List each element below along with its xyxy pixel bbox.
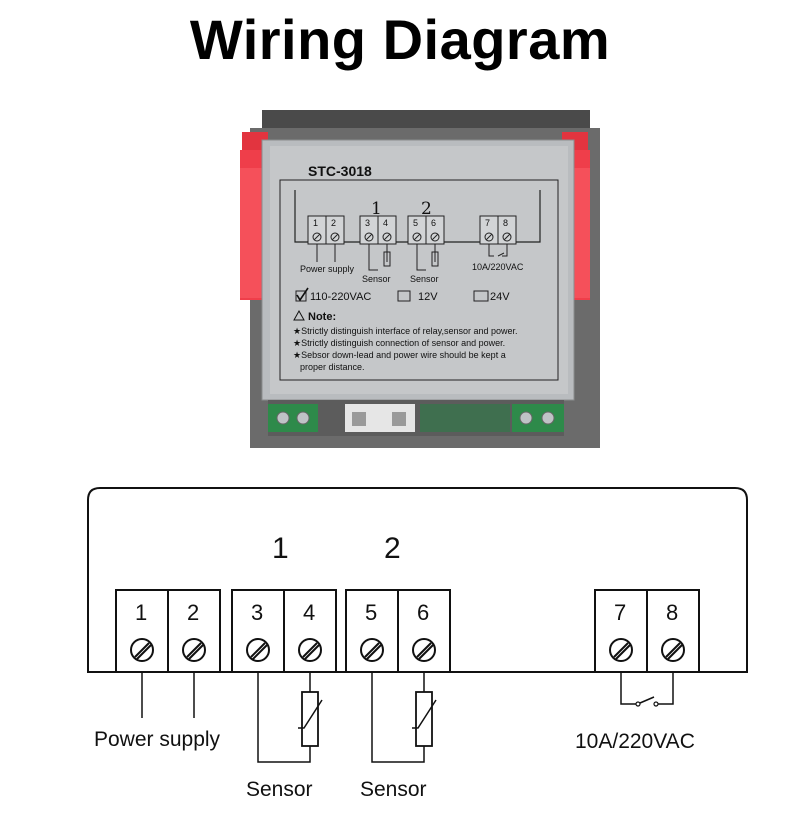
- photo-terminal-num: 7: [485, 218, 490, 228]
- screw-icon: [360, 638, 384, 662]
- controller-photo: STC-3018 1 2 1 2 3 4 5 6 7 8: [240, 110, 600, 448]
- photo-note-heading: Note:: [308, 311, 336, 323]
- photo-terminal-num: 3: [365, 218, 370, 228]
- photo-voltage-option: 24V: [490, 291, 510, 303]
- photo-sensor-label-1: Sensor: [362, 274, 391, 284]
- terminal-number: 6: [417, 600, 429, 625]
- relay-switch-icon: [639, 696, 655, 704]
- page-title: Wiring Diagram: [189, 8, 611, 71]
- screw-icon: [661, 638, 685, 662]
- photo-terminal-num: 1: [313, 218, 318, 228]
- pcb-board: [420, 404, 510, 432]
- photo-note-line: ★Strictly distinguish connection of sens…: [293, 338, 505, 348]
- relay-wire: [620, 672, 636, 705]
- sensor-label-2: Sensor: [360, 778, 427, 801]
- photo-voltage-options: 110-220VAC 12V 24V: [295, 287, 510, 303]
- photo-terminal-num: 6: [431, 218, 436, 228]
- relay-rating-label: 10A/220VAC: [575, 730, 695, 753]
- green-terminal-left: [268, 404, 318, 432]
- photo-channel-1-label: 1: [371, 199, 382, 219]
- photo-model-label: STC-3018: [308, 163, 372, 179]
- photo-note-line: proper distance.: [300, 362, 365, 372]
- power-supply-label: Power supply: [94, 728, 221, 751]
- terminal-number: 8: [666, 600, 678, 625]
- photo-terminal-num: 2: [331, 218, 336, 228]
- terminal-number: 7: [614, 600, 626, 625]
- photo-voltage-option: 12V: [418, 291, 438, 303]
- photo-screw-icons: [312, 232, 512, 242]
- terminal-number: 2: [187, 600, 199, 625]
- photo-power-label: Power supply: [300, 264, 355, 274]
- sensor-2-wire: [371, 672, 425, 763]
- photo-sensor-label-2: Sensor: [410, 274, 439, 284]
- photo-terminal-num: 8: [503, 218, 508, 228]
- photo-terminal-num: 4: [383, 218, 388, 228]
- terminal-number: 3: [251, 600, 263, 625]
- schematic-labels: 1 2 1 2 3 4 5 6 7 8 Power supply Sensor …: [94, 532, 695, 801]
- terminal-number: 5: [365, 600, 377, 625]
- photo-voltage-option: 110-220VAC: [310, 291, 371, 303]
- photo-note-line: ★Sebsor down-lead and power wire should …: [293, 350, 506, 360]
- screw-icon: [609, 638, 633, 662]
- photo-note-line: ★Strictly distinguish interface of relay…: [293, 326, 518, 336]
- photo-relay-label: 10A/220VAC: [472, 262, 524, 272]
- screw-icon: [182, 638, 206, 662]
- screw-icons: [130, 638, 685, 662]
- screw-icon: [298, 638, 322, 662]
- screw-icon: [246, 638, 270, 662]
- screw-icon: [412, 638, 436, 662]
- sensor-1-wire: [257, 672, 311, 763]
- channel-1-label: 1: [272, 532, 289, 565]
- photo-note: Note: ★Strictly distinguish interface of…: [293, 309, 518, 372]
- terminal-number: 4: [303, 600, 315, 625]
- sensor-label-1: Sensor: [246, 778, 313, 801]
- photo-terminal-num: 5: [413, 218, 418, 228]
- checkmark-icon: [296, 287, 309, 302]
- controller-outline: [87, 487, 748, 673]
- screw-icon: [130, 638, 154, 662]
- warning-icon: [293, 309, 305, 321]
- terminal-number: 1: [135, 600, 147, 625]
- channel-2-label: 2: [384, 532, 401, 565]
- photo-channel-2-label: 2: [421, 199, 432, 219]
- schematic: [87, 487, 748, 763]
